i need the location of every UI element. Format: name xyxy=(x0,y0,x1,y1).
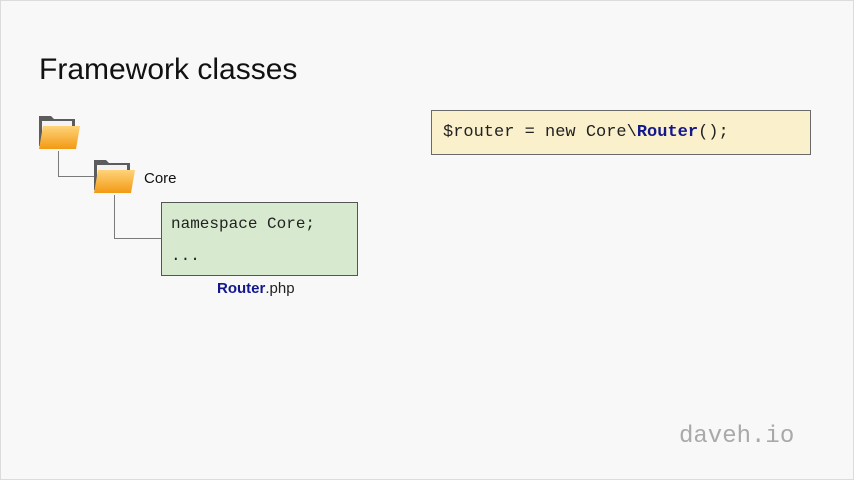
folder-icon xyxy=(39,116,80,149)
usage-code-box: $router = new Core\Router(); xyxy=(431,110,811,155)
tree-connector xyxy=(114,238,162,239)
code-line: ... xyxy=(171,247,200,265)
code-line: namespace Core; xyxy=(171,215,316,233)
tree-connector xyxy=(58,151,59,177)
file-content-box: namespace Core; ... xyxy=(161,202,358,276)
root-folder-icon xyxy=(38,113,80,151)
folder-icon xyxy=(94,160,135,193)
slide-title: Framework classes xyxy=(39,53,298,86)
usage-code-suffix: (); xyxy=(698,123,729,142)
tree-connector xyxy=(58,176,94,177)
tree-connector xyxy=(114,195,115,239)
brand-watermark: daveh.io xyxy=(679,423,795,450)
usage-code: $router = new Core\Router(); xyxy=(443,123,729,142)
usage-code-class: Router xyxy=(636,123,699,142)
core-folder-icon xyxy=(93,157,135,195)
file-name: Router.php xyxy=(217,280,295,297)
usage-code-prefix: $router = new Core\ xyxy=(443,123,637,142)
core-folder-label: Core xyxy=(144,170,177,187)
file-name-class: Router xyxy=(217,280,266,297)
file-name-extension: .php xyxy=(265,280,295,297)
